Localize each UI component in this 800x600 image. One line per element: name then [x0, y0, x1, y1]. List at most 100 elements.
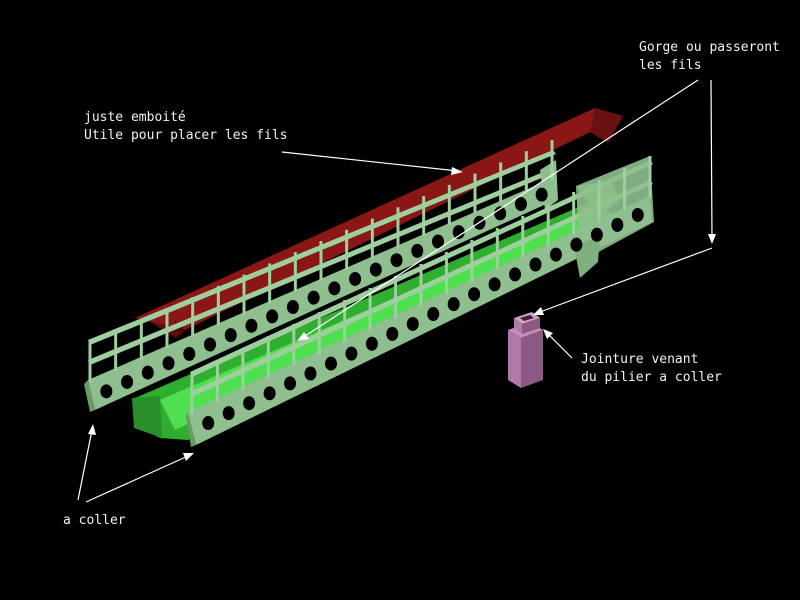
railing-post: [241, 348, 245, 390]
railing-post: [499, 162, 503, 203]
railing-post: [190, 372, 194, 414]
annotation-arrows: [77, 79, 716, 503]
railing-post: [550, 140, 554, 180]
porthole: [286, 300, 299, 315]
porthole: [369, 262, 382, 277]
porthole: [243, 396, 256, 411]
pillar-note-line-1: Jointure venant: [581, 352, 699, 367]
roof-note-line-1: juste emboité: [84, 110, 186, 125]
porthole: [386, 326, 399, 341]
railing-post: [317, 312, 321, 354]
porthole: [514, 197, 527, 212]
porthole: [488, 277, 501, 292]
porthole: [304, 366, 317, 381]
railing-post: [422, 196, 426, 237]
front-railing: [186, 156, 654, 447]
porthole: [494, 206, 507, 221]
back-railing: [84, 140, 558, 412]
railing-post: [343, 300, 347, 342]
roof-note: juste emboité Utile pour placer les fils: [84, 109, 288, 145]
railing-post: [597, 180, 601, 222]
railing-post: [394, 276, 398, 318]
porthole: [100, 384, 113, 399]
pillar-joint: [508, 312, 543, 388]
railing-post: [268, 263, 272, 304]
porthole: [529, 257, 542, 272]
porthole: [222, 406, 235, 421]
arrow-to-roof: [281, 151, 463, 175]
pillar-note: Jointure venant du pilier a coller: [581, 351, 722, 387]
porthole: [284, 376, 297, 391]
porthole: [245, 318, 258, 333]
porthole: [328, 281, 341, 296]
railing-post: [396, 207, 400, 248]
arrow-a-coller-left: [77, 424, 96, 501]
porthole: [432, 234, 444, 249]
railing-post: [370, 218, 374, 259]
porthole: [365, 336, 378, 351]
porthole: [549, 247, 562, 262]
porthole: [411, 243, 424, 258]
arrow-a-coller-right: [85, 453, 194, 503]
railing-post: [215, 360, 219, 402]
arrow-to-pillar-top: [533, 247, 713, 315]
porthole: [427, 307, 440, 322]
railing-post: [242, 274, 246, 315]
railing-post: [447, 184, 451, 225]
porthole: [349, 271, 362, 286]
glue-note-line-1: a coller: [63, 513, 126, 528]
glue-note: a coller: [63, 512, 126, 530]
porthole: [611, 217, 624, 232]
porthole: [204, 337, 216, 352]
railing-post: [319, 241, 323, 281]
porthole: [324, 356, 337, 371]
arrow-down-right: [708, 79, 716, 244]
porthole: [390, 253, 403, 268]
railing-post: [623, 168, 627, 210]
gutter-note-line-2: les fils: [639, 58, 702, 73]
pillar-note-line-2: du pilier a coller: [581, 370, 722, 385]
porthole: [631, 207, 644, 222]
railing-post: [266, 336, 270, 378]
railing-post: [345, 229, 349, 270]
porthole: [447, 297, 460, 312]
railing-post: [114, 330, 118, 371]
railing-post: [444, 252, 448, 294]
arrow-to-gutter: [297, 79, 699, 341]
railing-post: [470, 240, 474, 282]
porthole: [452, 225, 465, 240]
arrow-from-jointure: [543, 329, 573, 359]
railing-post: [521, 216, 525, 258]
porthole: [345, 346, 358, 361]
porthole: [406, 316, 419, 331]
gutter-note: Gorge ou passeront les fils: [639, 39, 780, 75]
porthole: [121, 374, 134, 389]
railing-post: [473, 173, 477, 214]
porthole: [183, 346, 196, 361]
railing-post: [546, 204, 550, 246]
railing-post: [293, 252, 297, 293]
porthole: [266, 309, 279, 324]
railing-post: [139, 319, 143, 360]
porthole: [202, 416, 215, 431]
porthole: [468, 287, 481, 302]
porthole: [570, 237, 583, 252]
porthole: [141, 365, 154, 380]
railing-post: [88, 342, 92, 382]
porthole: [263, 386, 276, 401]
porthole: [590, 227, 603, 242]
railing-post: [191, 297, 195, 338]
porthole: [307, 290, 320, 305]
porthole: [162, 356, 175, 371]
railing-post: [165, 308, 169, 349]
railing-post: [524, 151, 528, 192]
porthole: [535, 187, 548, 202]
roof-note-line-2: Utile pour placer les fils: [84, 128, 288, 143]
railing-post: [495, 228, 499, 270]
railing-post: [572, 192, 576, 234]
railing-post: [368, 288, 372, 330]
railing-post: [216, 285, 220, 326]
porthole: [224, 328, 237, 343]
railing-post: [292, 324, 296, 366]
